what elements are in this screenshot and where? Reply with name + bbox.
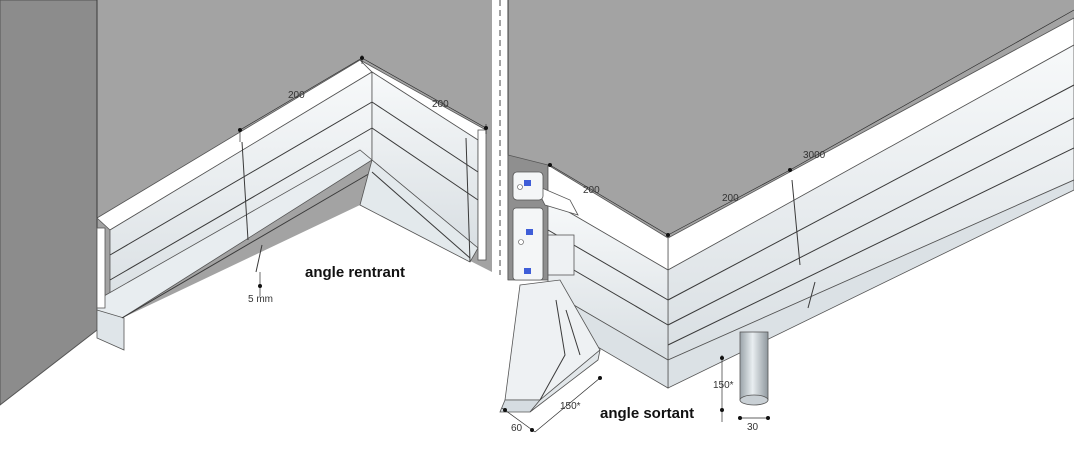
left-side-wall [0,0,98,406]
clip-blue-2 [526,229,533,235]
right-panel-outer-corner: 200 200 3000 150* 60 150* 30 angle sorta… [499,0,1074,434]
left-dimension-lines [238,55,488,296]
dim-pipe-diameter: 30 [747,422,759,433]
right-dimension-lines [501,9,1074,433]
left-gutter-run [96,59,373,351]
gutter-long-run [667,17,1074,389]
dim-drop-height: 150* [713,380,734,391]
dim-right-top-3: 3000 [803,150,826,161]
right-roof-surface [508,0,1074,238]
clip-blue-3 [524,268,531,274]
outlet-spout [499,279,601,413]
dim-left-top-2: 200 [432,99,449,110]
caption-inner-corner: angle rentrant [305,264,405,281]
wall-brackets [512,171,575,281]
dim-gap: 5 mm [248,294,273,305]
dim-right-top-2: 200 [722,193,739,204]
clip-blue-1 [524,180,531,186]
dim-outlet-width: 60 [511,423,523,434]
dim-left-top-1: 200 [288,90,305,101]
left-panel-inner-corner: 200 200 5 mm angle rentrant [0,0,492,406]
downpipe [739,331,769,406]
caption-outer-corner: angle sortant [600,405,694,422]
dim-right-top-1: 200 [583,185,600,196]
dim-outlet-length: 150* [560,401,581,412]
